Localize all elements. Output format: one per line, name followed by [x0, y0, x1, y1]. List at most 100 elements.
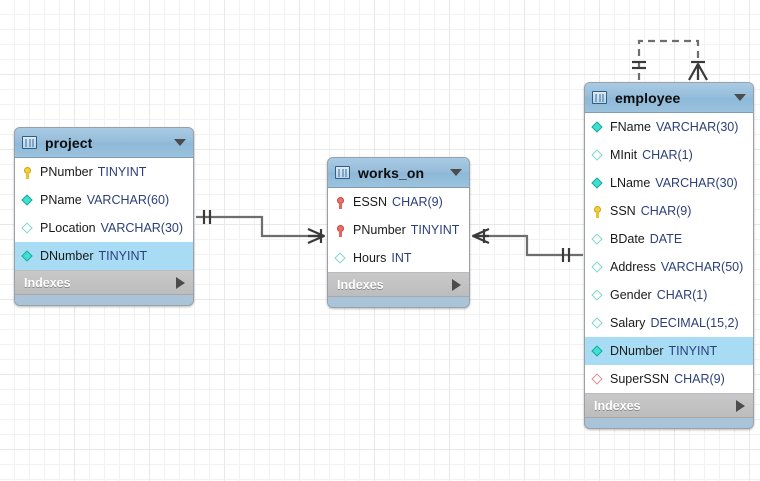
diamond-cyan-hollow-icon: [591, 260, 606, 275]
column-row[interactable]: DNumber TINYINT: [585, 337, 753, 365]
column-row[interactable]: PName VARCHAR(60): [15, 186, 193, 214]
column-type: VARCHAR(60): [86, 193, 170, 207]
column-row[interactable]: PNumber TINYINT: [15, 158, 193, 186]
table-icon: [22, 136, 37, 149]
column-name: ESSN: [353, 195, 388, 209]
column-row[interactable]: BDate DATE: [585, 225, 753, 253]
column-type: CHAR(1): [656, 288, 708, 302]
column-row[interactable]: SSN CHAR(9): [585, 197, 753, 225]
diamond-cyan-hollow-icon: [591, 288, 606, 303]
diamond-red-hollow-icon: [591, 372, 606, 387]
table-icon: [592, 91, 607, 104]
column-name: PName: [40, 193, 82, 207]
column-row[interactable]: SuperSSN CHAR(9): [585, 365, 753, 393]
column-type: CHAR(9): [392, 195, 443, 209]
column-list-works_on: ESSN CHAR(9) PNumber TINYINT Hours INT: [328, 188, 469, 273]
diamond-cyan-hollow-icon: [591, 316, 606, 331]
column-type: INT: [391, 251, 412, 265]
chevron-down-icon[interactable]: [450, 169, 462, 176]
diamond-cyan-hollow-icon: [334, 251, 349, 266]
column-name: Address: [610, 260, 656, 274]
diamond-cyan-filled-icon: [591, 176, 606, 191]
column-type: DECIMAL(15,2): [650, 316, 739, 330]
column-name: SuperSSN: [610, 372, 670, 386]
column-name: LName: [610, 176, 651, 190]
column-name: PNumber: [40, 165, 93, 179]
diamond-cyan-filled-icon: [591, 344, 606, 359]
diamond-cyan-hollow-icon: [21, 221, 36, 236]
chevron-right-icon[interactable]: [452, 278, 461, 291]
indexes-label: Indexes: [337, 277, 384, 292]
chevron-right-icon[interactable]: [736, 399, 745, 412]
indexes-section-employee[interactable]: Indexes: [585, 394, 753, 418]
diamond-cyan-filled-icon: [591, 120, 606, 135]
column-type: DATE: [649, 232, 683, 246]
column-type: VARCHAR(30): [655, 120, 739, 134]
key-red-icon: [334, 223, 349, 238]
indexes-label: Indexes: [24, 275, 71, 290]
column-name: FName: [610, 120, 651, 134]
table-header-employee[interactable]: employee: [585, 83, 753, 113]
table-name-works_on: works_on: [358, 164, 425, 181]
column-type: VARCHAR(30): [100, 221, 184, 235]
indexes-section-project[interactable]: Indexes: [15, 271, 193, 295]
column-type: TINYINT: [97, 165, 147, 179]
column-name: DNumber: [610, 344, 664, 358]
column-type: CHAR(1): [642, 148, 693, 162]
column-name: Salary: [610, 316, 646, 330]
column-row[interactable]: LName VARCHAR(30): [585, 169, 753, 197]
column-name: SSN: [610, 204, 636, 218]
key-yellow-icon: [591, 204, 606, 219]
diamond-cyan-filled-icon: [21, 193, 36, 208]
column-type: TINYINT: [98, 249, 148, 263]
column-type: CHAR(9): [674, 372, 725, 386]
table-footer-project: [15, 295, 193, 305]
column-row[interactable]: Gender CHAR(1): [585, 281, 753, 309]
chevron-right-icon[interactable]: [176, 276, 185, 289]
diamond-cyan-filled-icon: [21, 249, 36, 264]
column-type: TINYINT: [668, 344, 718, 358]
table-header-works_on[interactable]: works_on: [328, 158, 469, 188]
diamond-cyan-hollow-icon: [591, 232, 606, 247]
table-icon: [335, 166, 350, 179]
column-name: PNumber: [353, 223, 406, 237]
column-row[interactable]: Address VARCHAR(50): [585, 253, 753, 281]
column-name: Gender: [610, 288, 652, 302]
column-type: VARCHAR(50): [660, 260, 744, 274]
relationship-employee-self[interactable]: [632, 39, 708, 81]
key-yellow-icon: [21, 165, 36, 180]
key-red-icon: [334, 195, 349, 210]
column-name: Hours: [353, 251, 387, 265]
table-header-project[interactable]: project: [15, 128, 193, 158]
column-row[interactable]: PLocation VARCHAR(30): [15, 214, 193, 242]
column-name: MInit: [610, 148, 638, 162]
column-row[interactable]: Salary DECIMAL(15,2): [585, 309, 753, 337]
column-row[interactable]: PNumber TINYINT: [328, 216, 469, 244]
column-row[interactable]: ESSN CHAR(9): [328, 188, 469, 216]
column-row[interactable]: MInit CHAR(1): [585, 141, 753, 169]
column-type: TINYINT: [410, 223, 460, 237]
column-name: BDate: [610, 232, 645, 246]
relationship-project-works_on[interactable]: [196, 210, 325, 245]
column-row[interactable]: FName VARCHAR(30): [585, 113, 753, 141]
indexes-label: Indexes: [594, 398, 641, 413]
column-type: VARCHAR(30): [655, 176, 738, 190]
chevron-down-icon[interactable]: [174, 139, 186, 146]
chevron-down-icon[interactable]: [734, 94, 746, 101]
table-footer-works_on: [328, 297, 469, 307]
diamond-cyan-hollow-icon: [591, 148, 606, 163]
relationship-works_on-employee[interactable]: [472, 227, 583, 262]
indexes-section-works_on[interactable]: Indexes: [328, 273, 469, 297]
table-name-employee: employee: [615, 89, 681, 106]
table-footer-employee: [585, 418, 753, 428]
column-row[interactable]: Hours INT: [328, 244, 469, 272]
column-type: CHAR(9): [640, 204, 692, 218]
column-name: PLocation: [40, 221, 96, 235]
